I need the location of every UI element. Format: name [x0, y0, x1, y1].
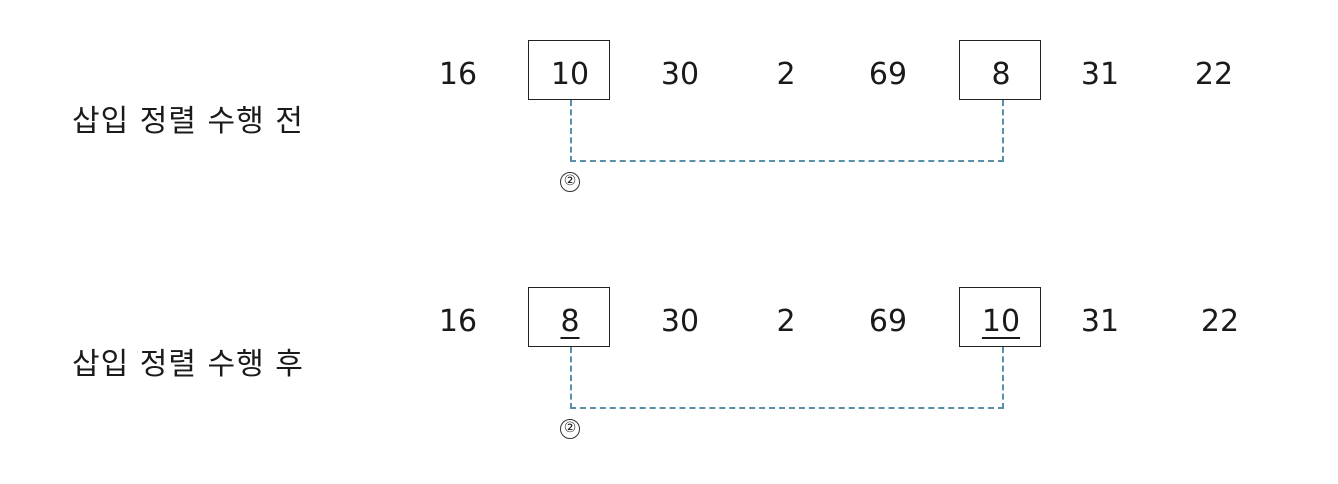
row-label-after: 삽입 정렬 수행 후 [72, 347, 304, 382]
swapped-value: 10 [981, 304, 1021, 339]
row-label-before: 삽입 정렬 수행 전 [72, 104, 304, 139]
step-marker: ② [560, 419, 580, 439]
row-before-sort: 삽입 정렬 수행 전 16 10 30 2 69 8 31 22 ② [0, 0, 1338, 220]
swap-box-left [528, 40, 610, 100]
row-after-sort: 삽입 정렬 수행 후 16 8 30 2 69 10 31 22 ② [0, 247, 1338, 467]
array-value: 30 [660, 304, 700, 339]
swap-connector [570, 347, 1004, 409]
swap-box-right [959, 40, 1041, 100]
array-value: 31 [1080, 304, 1120, 339]
array-value: 16 [438, 304, 478, 339]
swap-box-right [959, 287, 1041, 347]
step-marker: ② [560, 172, 580, 192]
array-value: 16 [438, 57, 478, 92]
array-value: 2 [776, 304, 796, 339]
swap-box-left [528, 287, 610, 347]
array-value: 8 [991, 57, 1011, 92]
array-value: 22 [1200, 304, 1240, 339]
array-value: 69 [868, 57, 908, 92]
array-value: 8 [530, 302, 610, 342]
array-value: 10 [550, 57, 590, 92]
array-value: 22 [1194, 57, 1234, 92]
array-value: 69 [868, 304, 908, 339]
array-value: 31 [1080, 57, 1120, 92]
swap-connector [570, 100, 1004, 162]
array-value: 10 [961, 302, 1041, 342]
swapped-value: 8 [560, 304, 580, 339]
array-value: 2 [776, 57, 796, 92]
array-value: 30 [660, 57, 700, 92]
